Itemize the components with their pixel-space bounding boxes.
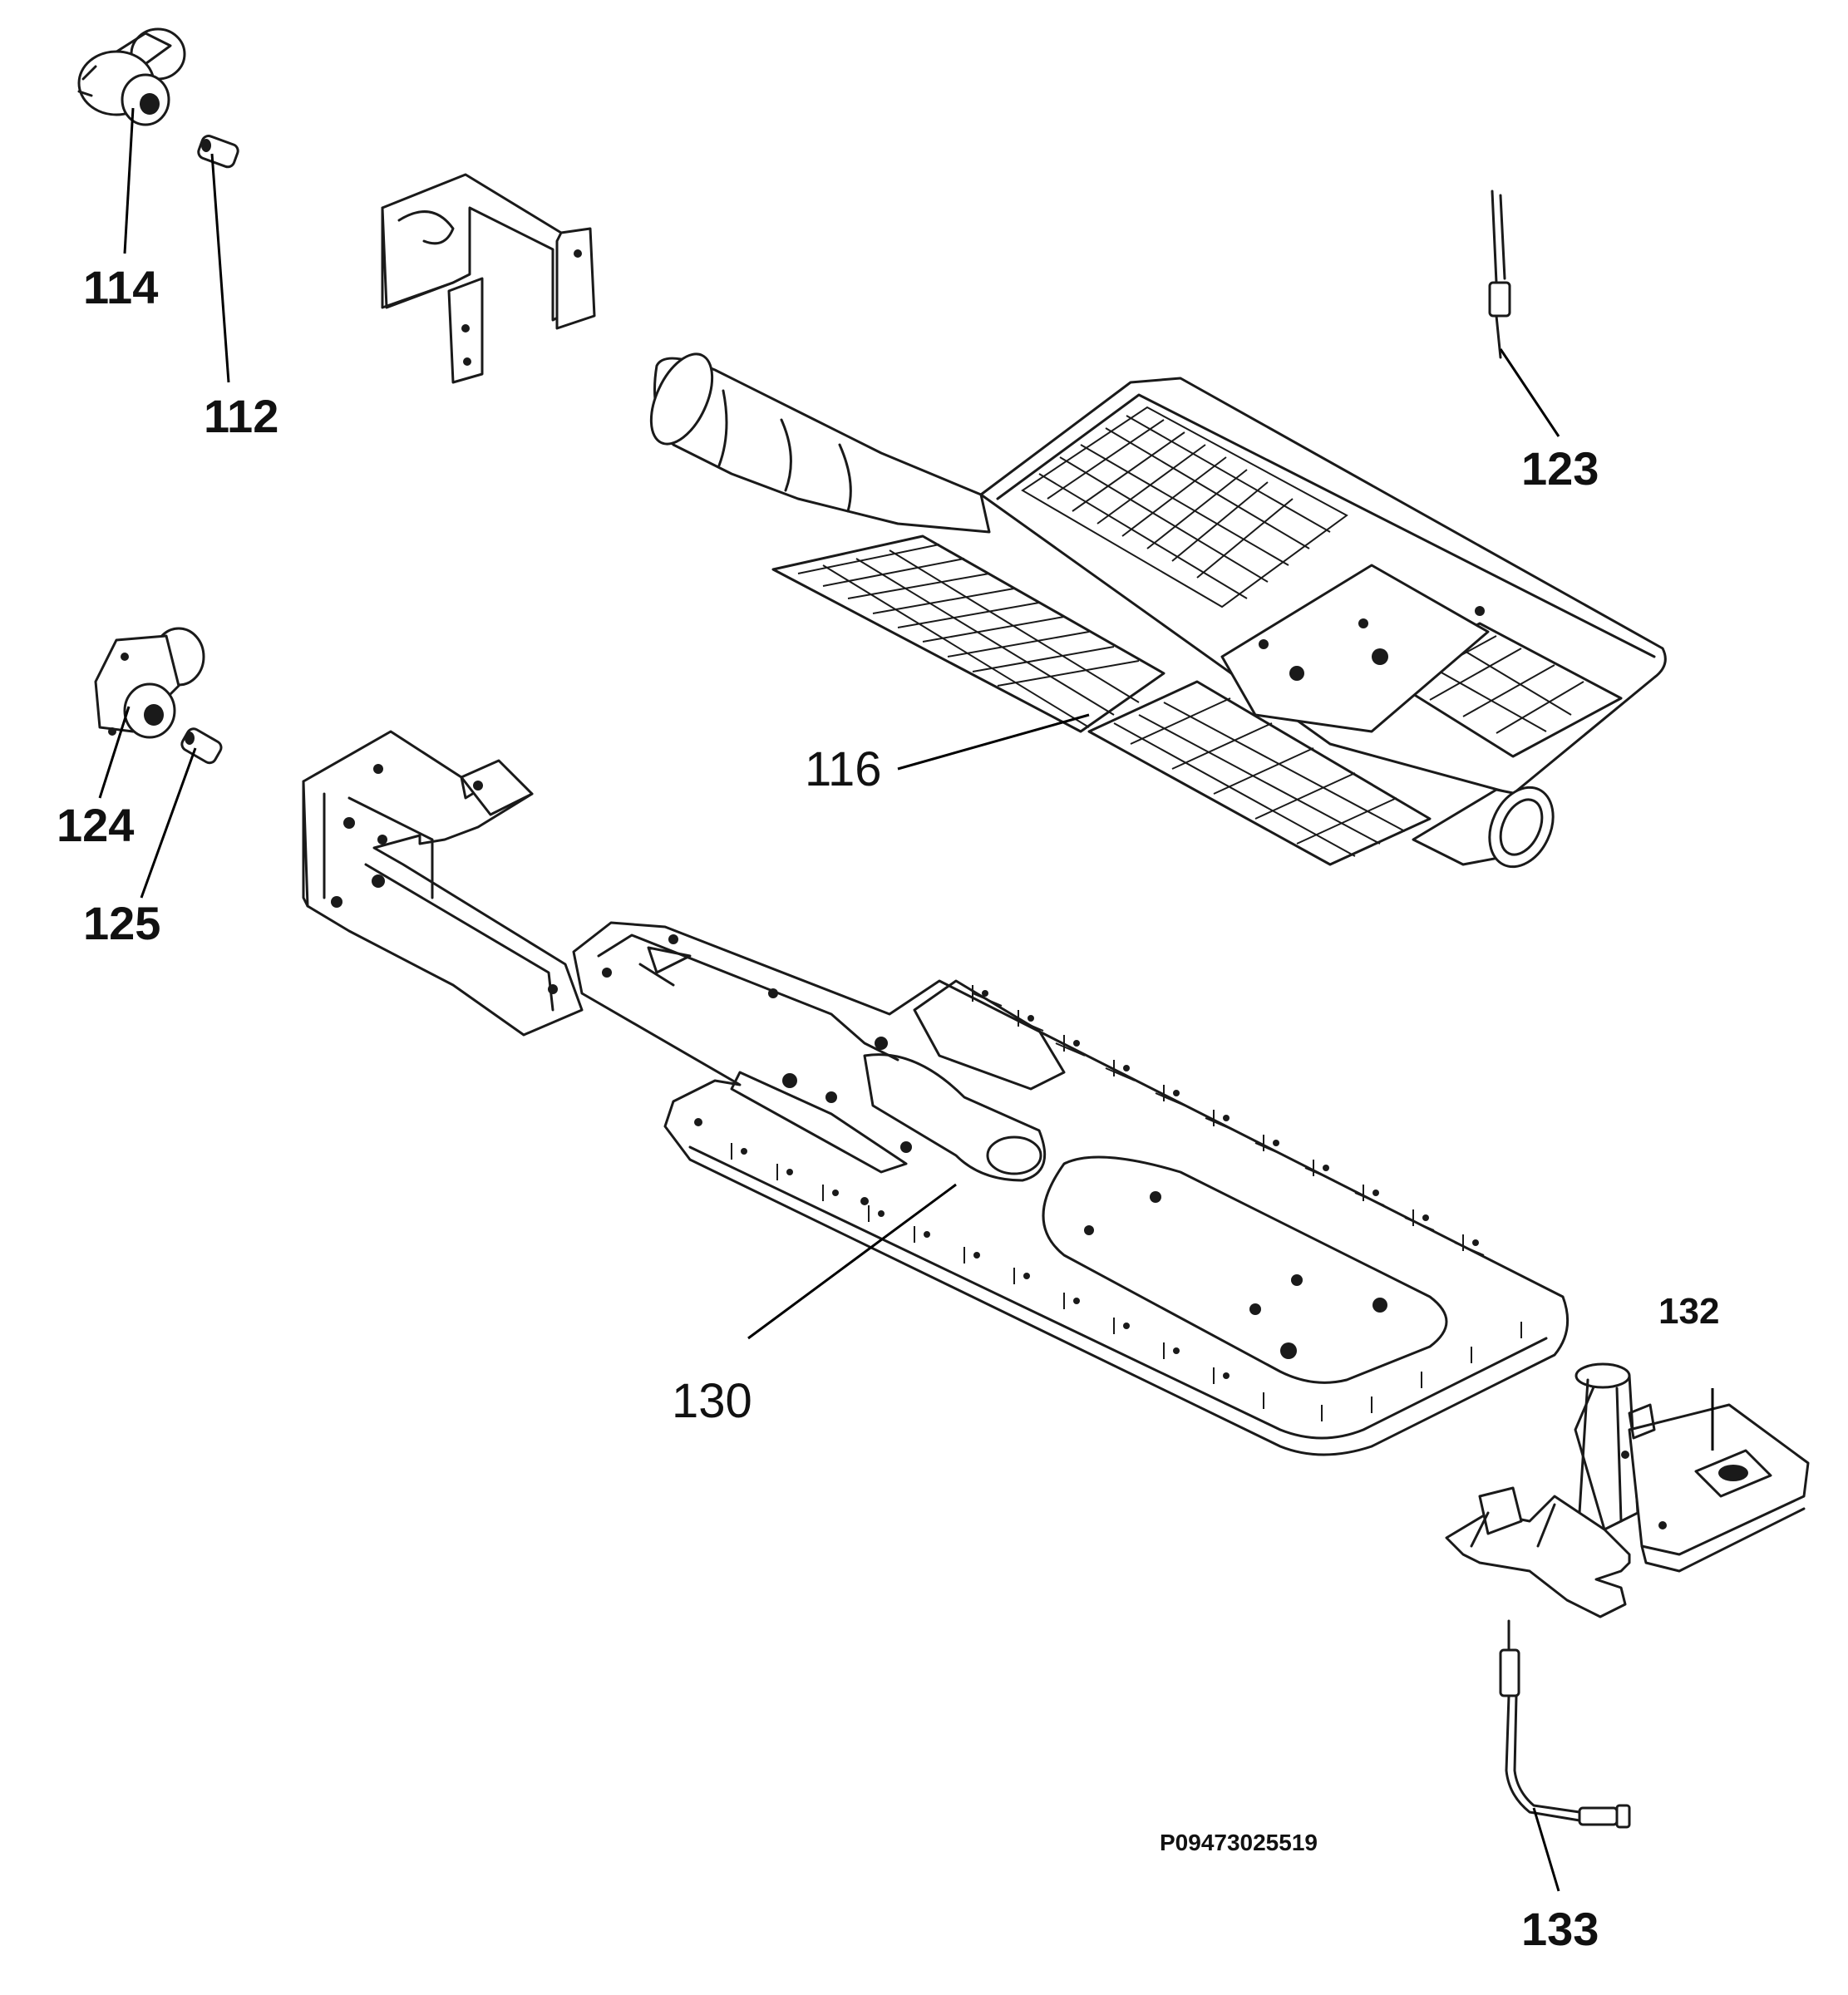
part-130-base-pan[interactable] xyxy=(572,921,1570,1456)
drawing-code: P09473025519 xyxy=(1160,1830,1318,1855)
callout-112: 112 xyxy=(204,390,278,442)
part-132-pilot-assembly[interactable] xyxy=(1445,1362,1810,1618)
callout-125: 125 xyxy=(83,897,160,949)
part-116-burner[interactable] xyxy=(638,345,1667,877)
callout-133: 133 xyxy=(1521,1903,1599,1955)
part-133-thermocouple[interactable] xyxy=(1499,1619,1631,1829)
callout-124: 124 xyxy=(57,799,134,851)
callout-116: 116 xyxy=(805,742,881,796)
callout-114: 114 xyxy=(83,261,158,313)
part-112-nozzle[interactable] xyxy=(197,134,240,169)
callout-123: 123 xyxy=(1521,442,1599,495)
part-mounting-bracket[interactable] xyxy=(302,730,584,1037)
part-125-nozzle[interactable] xyxy=(180,727,224,766)
callout-130: 130 xyxy=(672,1374,752,1428)
callout-132: 132 xyxy=(1658,1291,1719,1332)
part-124-valve[interactable] xyxy=(94,627,205,739)
part-114-valve[interactable] xyxy=(77,27,186,126)
part-top-bracket[interactable] xyxy=(381,173,596,384)
part-123-probe[interactable] xyxy=(1488,190,1511,359)
leader-lines xyxy=(98,107,1714,1892)
